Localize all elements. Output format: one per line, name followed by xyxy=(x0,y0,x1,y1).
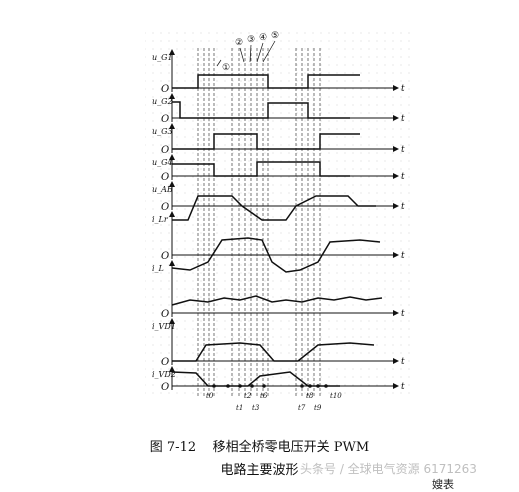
switching-dot-2 xyxy=(238,384,242,388)
annotation-3: ③ xyxy=(247,35,255,45)
time-marker-t3: t3 xyxy=(252,404,260,412)
annotation-2: ② xyxy=(235,38,243,48)
annotation-leaders xyxy=(216,40,276,67)
circled-annotations: ① ② ③ ④ ⑤ xyxy=(222,31,279,73)
origin-label: O xyxy=(161,251,169,262)
channel-label-ug4: u_G4 xyxy=(152,158,173,167)
waveform-ivd1 xyxy=(172,342,375,362)
time-axis-label: t xyxy=(401,172,405,182)
switching-dot-4 xyxy=(262,384,266,388)
channel-label-ivd2: i_VD2 xyxy=(152,370,176,379)
waveform-il xyxy=(171,295,383,306)
time-marker-t10: t10 xyxy=(330,392,342,400)
origin-label: O xyxy=(161,202,169,213)
waveform-uab xyxy=(172,195,376,221)
channel-label-ug1: u_G1 xyxy=(152,53,173,62)
origin-label: O xyxy=(161,357,169,368)
time-axis-label: t xyxy=(401,202,405,212)
origin-label: O xyxy=(161,145,169,156)
figure-caption-line2: 电路主要波形 xyxy=(220,463,299,478)
time-axis-label: t xyxy=(401,114,405,124)
dotted-background xyxy=(145,30,415,400)
channel-label-ilr: i_Lr xyxy=(152,215,169,224)
waveform-ug1 xyxy=(172,74,360,89)
waveform-ug4 xyxy=(172,161,350,177)
time-axis-label: t xyxy=(401,357,405,367)
origin-label: O xyxy=(161,84,169,95)
switching-dot-0 xyxy=(212,384,216,388)
annotation-1: ① xyxy=(222,63,230,73)
time-marker-t0: t0 xyxy=(206,392,214,400)
switching-dot-6 xyxy=(308,384,312,388)
origin-label: O xyxy=(161,309,169,320)
switching-dot-5 xyxy=(300,384,304,388)
waveforms-group xyxy=(171,74,383,388)
channel-label-ug2: u_G2 xyxy=(152,97,173,106)
switching-dot-8 xyxy=(324,384,328,388)
origin-label: O xyxy=(161,172,169,183)
annotation-5: ⑤ xyxy=(271,31,279,41)
time-axis-label: t xyxy=(401,309,405,319)
time-marker-t8: t8 xyxy=(306,392,314,400)
time-axis-label: t xyxy=(401,84,405,94)
time-marker-t6: t6 xyxy=(260,392,268,400)
waveform-ilr xyxy=(171,237,381,273)
watermark: 头条号 / 全球电气资源 6171263 xyxy=(300,462,477,476)
time-axis-label: t xyxy=(401,251,405,261)
caption-number: 图 7-12 xyxy=(149,440,197,455)
waveform-ivd2 xyxy=(171,371,340,387)
origin-label: O xyxy=(161,382,169,393)
time-axis-label: t xyxy=(401,145,405,155)
corner-stamp: 嫂表 xyxy=(432,478,454,491)
waveform-ug3 xyxy=(172,133,360,150)
channel-label-ug3: u_G3 xyxy=(152,127,173,136)
channel-label-ivd1: i_VD1 xyxy=(152,322,176,331)
time-axis-label: t xyxy=(401,382,405,392)
time-marker-t7: t7 xyxy=(298,404,306,412)
origin-label: O xyxy=(161,114,169,125)
annotation-4: ④ xyxy=(259,33,267,43)
time-marker-t2: t2 xyxy=(244,392,252,400)
channel-label-uab: u_AB xyxy=(152,185,173,194)
time-marker-t9: t9 xyxy=(314,404,322,412)
waveform-ug2 xyxy=(172,101,350,119)
figure-caption: 图 7-12 移相全桥零电压开关 PWM xyxy=(0,436,519,455)
switching-dot-7 xyxy=(316,384,320,388)
switching-dot-1 xyxy=(226,384,230,388)
switching-dot-3 xyxy=(250,384,254,388)
caption-title: 移相全桥零电压开关 PWM xyxy=(212,440,370,455)
channel-label-il: i_L xyxy=(152,264,164,273)
time-marker-dashes xyxy=(197,48,321,398)
time-marker-t1: t1 xyxy=(236,404,243,412)
